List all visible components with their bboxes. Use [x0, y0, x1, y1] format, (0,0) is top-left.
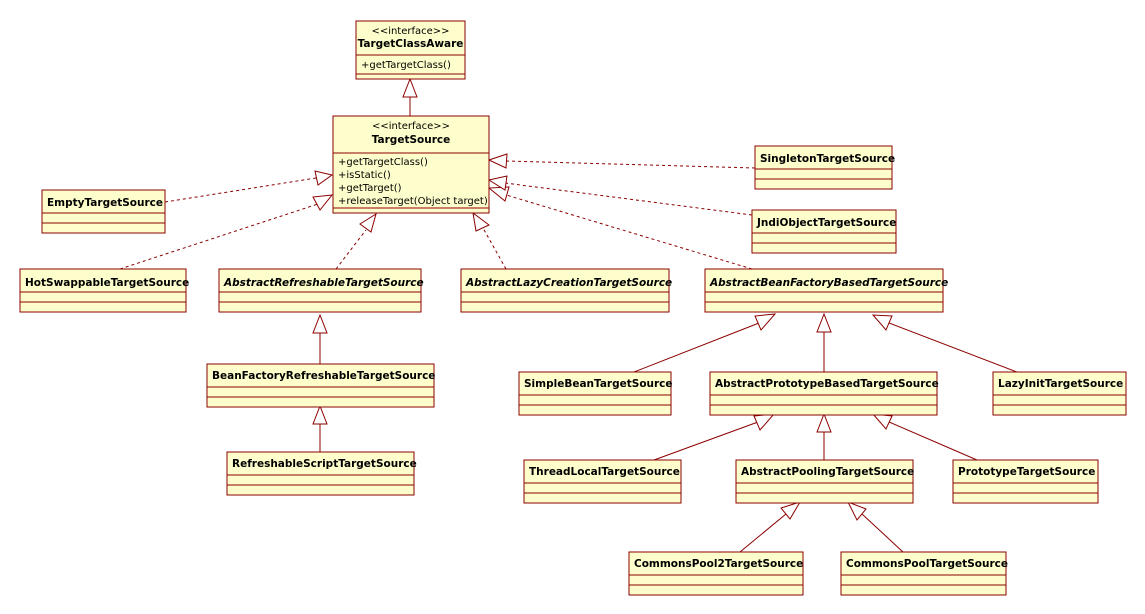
class-singleton-target-source: SingletonTargetSource — [754, 145, 895, 190]
class-thread-local-target-source: ThreadLocalTargetSource — [523, 459, 682, 504]
class-name: AbstractPoolingTargetSource — [741, 466, 914, 478]
edge-abstractrefreshable-to-targetsource — [335, 229, 367, 270]
operation-get-target-class: +getTargetClass() — [338, 157, 428, 168]
class-name: JndiObjectTargetSource — [756, 217, 896, 229]
class-refreshable-script-target-source: RefreshableScriptTargetSource — [226, 451, 417, 496]
generalization-arrowhead — [816, 412, 832, 433]
generalization-arrowhead — [871, 413, 893, 430]
class-abstract-bean-factory-based-target-source: AbstractBeanFactoryBasedTargetSource — [704, 268, 948, 313]
class-hot-swappable-target-source: HotSwappableTargetSource — [19, 268, 189, 313]
edge-commonspool-to-abstractpooling — [861, 513, 904, 553]
edge-prototype-to-abstractprototype — [888, 421, 978, 461]
class-commons-pool2-target-source: CommonsPool2TargetSource — [628, 551, 804, 596]
class-name: SingletonTargetSource — [760, 153, 895, 165]
class-abstract-pooling-target-source: AbstractPoolingTargetSource — [735, 459, 914, 504]
edge-hotswappable-to-targetsource — [119, 203, 319, 270]
class-name: PrototypeTargetSource — [958, 466, 1095, 478]
generalization-arrowhead — [312, 313, 328, 334]
realization-arrowhead — [359, 212, 377, 233]
generalization-arrowhead — [754, 313, 777, 331]
edge-jndi-to-targetsource — [504, 182, 753, 216]
class-empty-target-source: EmptyTargetSource — [41, 189, 166, 234]
class-commons-pool-target-source: CommonsPoolTargetSource — [840, 551, 1008, 596]
class-simple-bean-target-source: SimpleBeanTargetSource — [518, 371, 673, 416]
class-name: CommonsPoolTargetSource — [846, 558, 1008, 570]
realization-arrowhead — [472, 211, 490, 232]
class-abstract-lazy-creation-target-source: AbstractLazyCreationTargetSource — [460, 268, 672, 313]
class-target-class-aware: <<interface>> TargetClassAware +getTarge… — [355, 20, 466, 80]
operation-release-target: +releaseTarget(Object target) — [338, 196, 488, 207]
generalization-arrowhead — [402, 77, 418, 98]
class-name: RefreshableScriptTargetSource — [232, 458, 417, 470]
realization-arrowhead — [487, 175, 508, 191]
class-target-source: <<interface>> TargetSource +getTargetCla… — [332, 115, 490, 214]
class-name: EmptyTargetSource — [47, 197, 163, 209]
edge-abstractlazy-to-targetsource — [482, 227, 507, 270]
edge-empty-to-targetsource — [164, 177, 317, 203]
class-prototype-target-source: PrototypeTargetSource — [952, 459, 1099, 504]
generalization-arrowhead — [846, 501, 867, 521]
operation-get-target: +getTarget() — [338, 183, 402, 194]
generalization-arrowhead — [816, 312, 832, 333]
edge-singleton-to-targetsource — [505, 160, 756, 169]
edge-lazyinit-to-abstractbeanfactory — [888, 322, 1018, 373]
edge-commonspool2-to-abstractpooling — [739, 513, 787, 553]
class-jndi-object-target-source: JndiObjectTargetSource — [751, 209, 897, 254]
edge-threadlocal-to-abstractprototype — [653, 421, 759, 461]
operation-get-target-class: +getTargetClass() — [361, 60, 451, 71]
realization-arrowhead — [314, 170, 334, 186]
class-name: AbstractLazyCreationTargetSource — [465, 277, 672, 289]
edge-simplebean-to-abstractbeanfactory — [633, 322, 760, 373]
realization-arrowhead — [487, 153, 508, 169]
realization-arrowhead — [312, 194, 334, 211]
class-name: AbstractBeanFactoryBasedTargetSource — [709, 277, 948, 289]
generalization-arrowhead — [780, 501, 802, 520]
realization-arrowhead — [487, 186, 510, 202]
class-name: SimpleBeanTargetSource — [524, 378, 673, 390]
class-name: LazyInitTargetSource — [998, 378, 1123, 390]
class-name: TargetClassAware — [358, 38, 464, 50]
class-name: AbstractRefreshableTargetSource — [223, 277, 424, 289]
operation-is-static: +isStatic() — [338, 170, 391, 181]
class-name: AbstractPrototypeBasedTargetSource — [715, 378, 939, 390]
stereotype-label: <<interface>> — [371, 26, 449, 37]
class-abstract-refreshable-target-source: AbstractRefreshableTargetSource — [218, 268, 424, 313]
class-name: HotSwappableTargetSource — [25, 277, 189, 289]
generalization-arrowhead — [312, 404, 328, 425]
class-lazy-init-target-source: LazyInitTargetSource — [992, 371, 1127, 416]
edge-abstractbeanfactory-to-targetsource — [502, 193, 753, 270]
class-abstract-prototype-based-target-source: AbstractPrototypeBasedTargetSource — [709, 371, 939, 416]
generalization-arrowhead — [753, 413, 776, 431]
stereotype-label: <<interface>> — [372, 121, 450, 132]
class-name: BeanFactoryRefreshableTargetSource — [212, 370, 435, 382]
generalization-arrowhead — [871, 314, 893, 331]
class-name: TargetSource — [372, 134, 451, 146]
relationships — [119, 77, 1018, 553]
class-name: CommonsPool2TargetSource — [634, 558, 803, 570]
class-name: ThreadLocalTargetSource — [529, 466, 680, 478]
class-bean-factory-refreshable-target-source: BeanFactoryRefreshableTargetSource — [206, 363, 435, 408]
